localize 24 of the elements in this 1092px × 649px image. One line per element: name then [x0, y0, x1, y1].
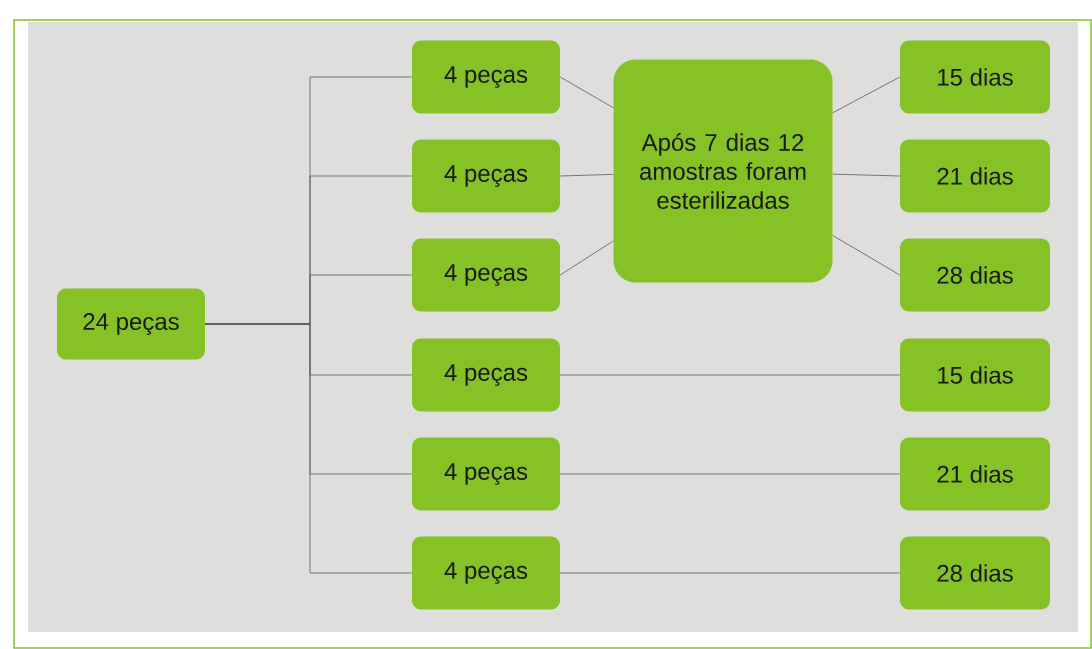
connector-line: [559, 374, 901, 376]
process-box: 4 peças: [412, 437, 560, 511]
process-box: 21 dias: [900, 139, 1050, 213]
connector-line: [832, 76, 901, 114]
process-box: Após 7 dias 12 amostras foram esterilizadas: [613, 59, 833, 283]
connector-line: [559, 173, 614, 177]
process-box: 24 peças: [57, 288, 205, 360]
process-box: 28 dias: [900, 238, 1050, 312]
connector-line: [832, 235, 901, 276]
process-box: 4 peças: [412, 338, 560, 412]
connector-line: [559, 240, 614, 276]
connector-line: [559, 76, 614, 109]
process-box: 15 dias: [900, 40, 1050, 114]
connector-line: [832, 173, 901, 177]
process-box: 21 dias: [900, 437, 1050, 511]
process-box: 4 peças: [412, 40, 560, 114]
connector-line: [204, 323, 413, 574]
process-box: 4 peças: [412, 139, 560, 213]
process-box: 28 dias: [900, 536, 1050, 610]
process-box: 4 peças: [412, 536, 560, 610]
process-box: 15 dias: [900, 338, 1050, 412]
connector-line: [559, 473, 901, 475]
connector-line: [559, 572, 901, 574]
process-box: 4 peças: [412, 238, 560, 312]
